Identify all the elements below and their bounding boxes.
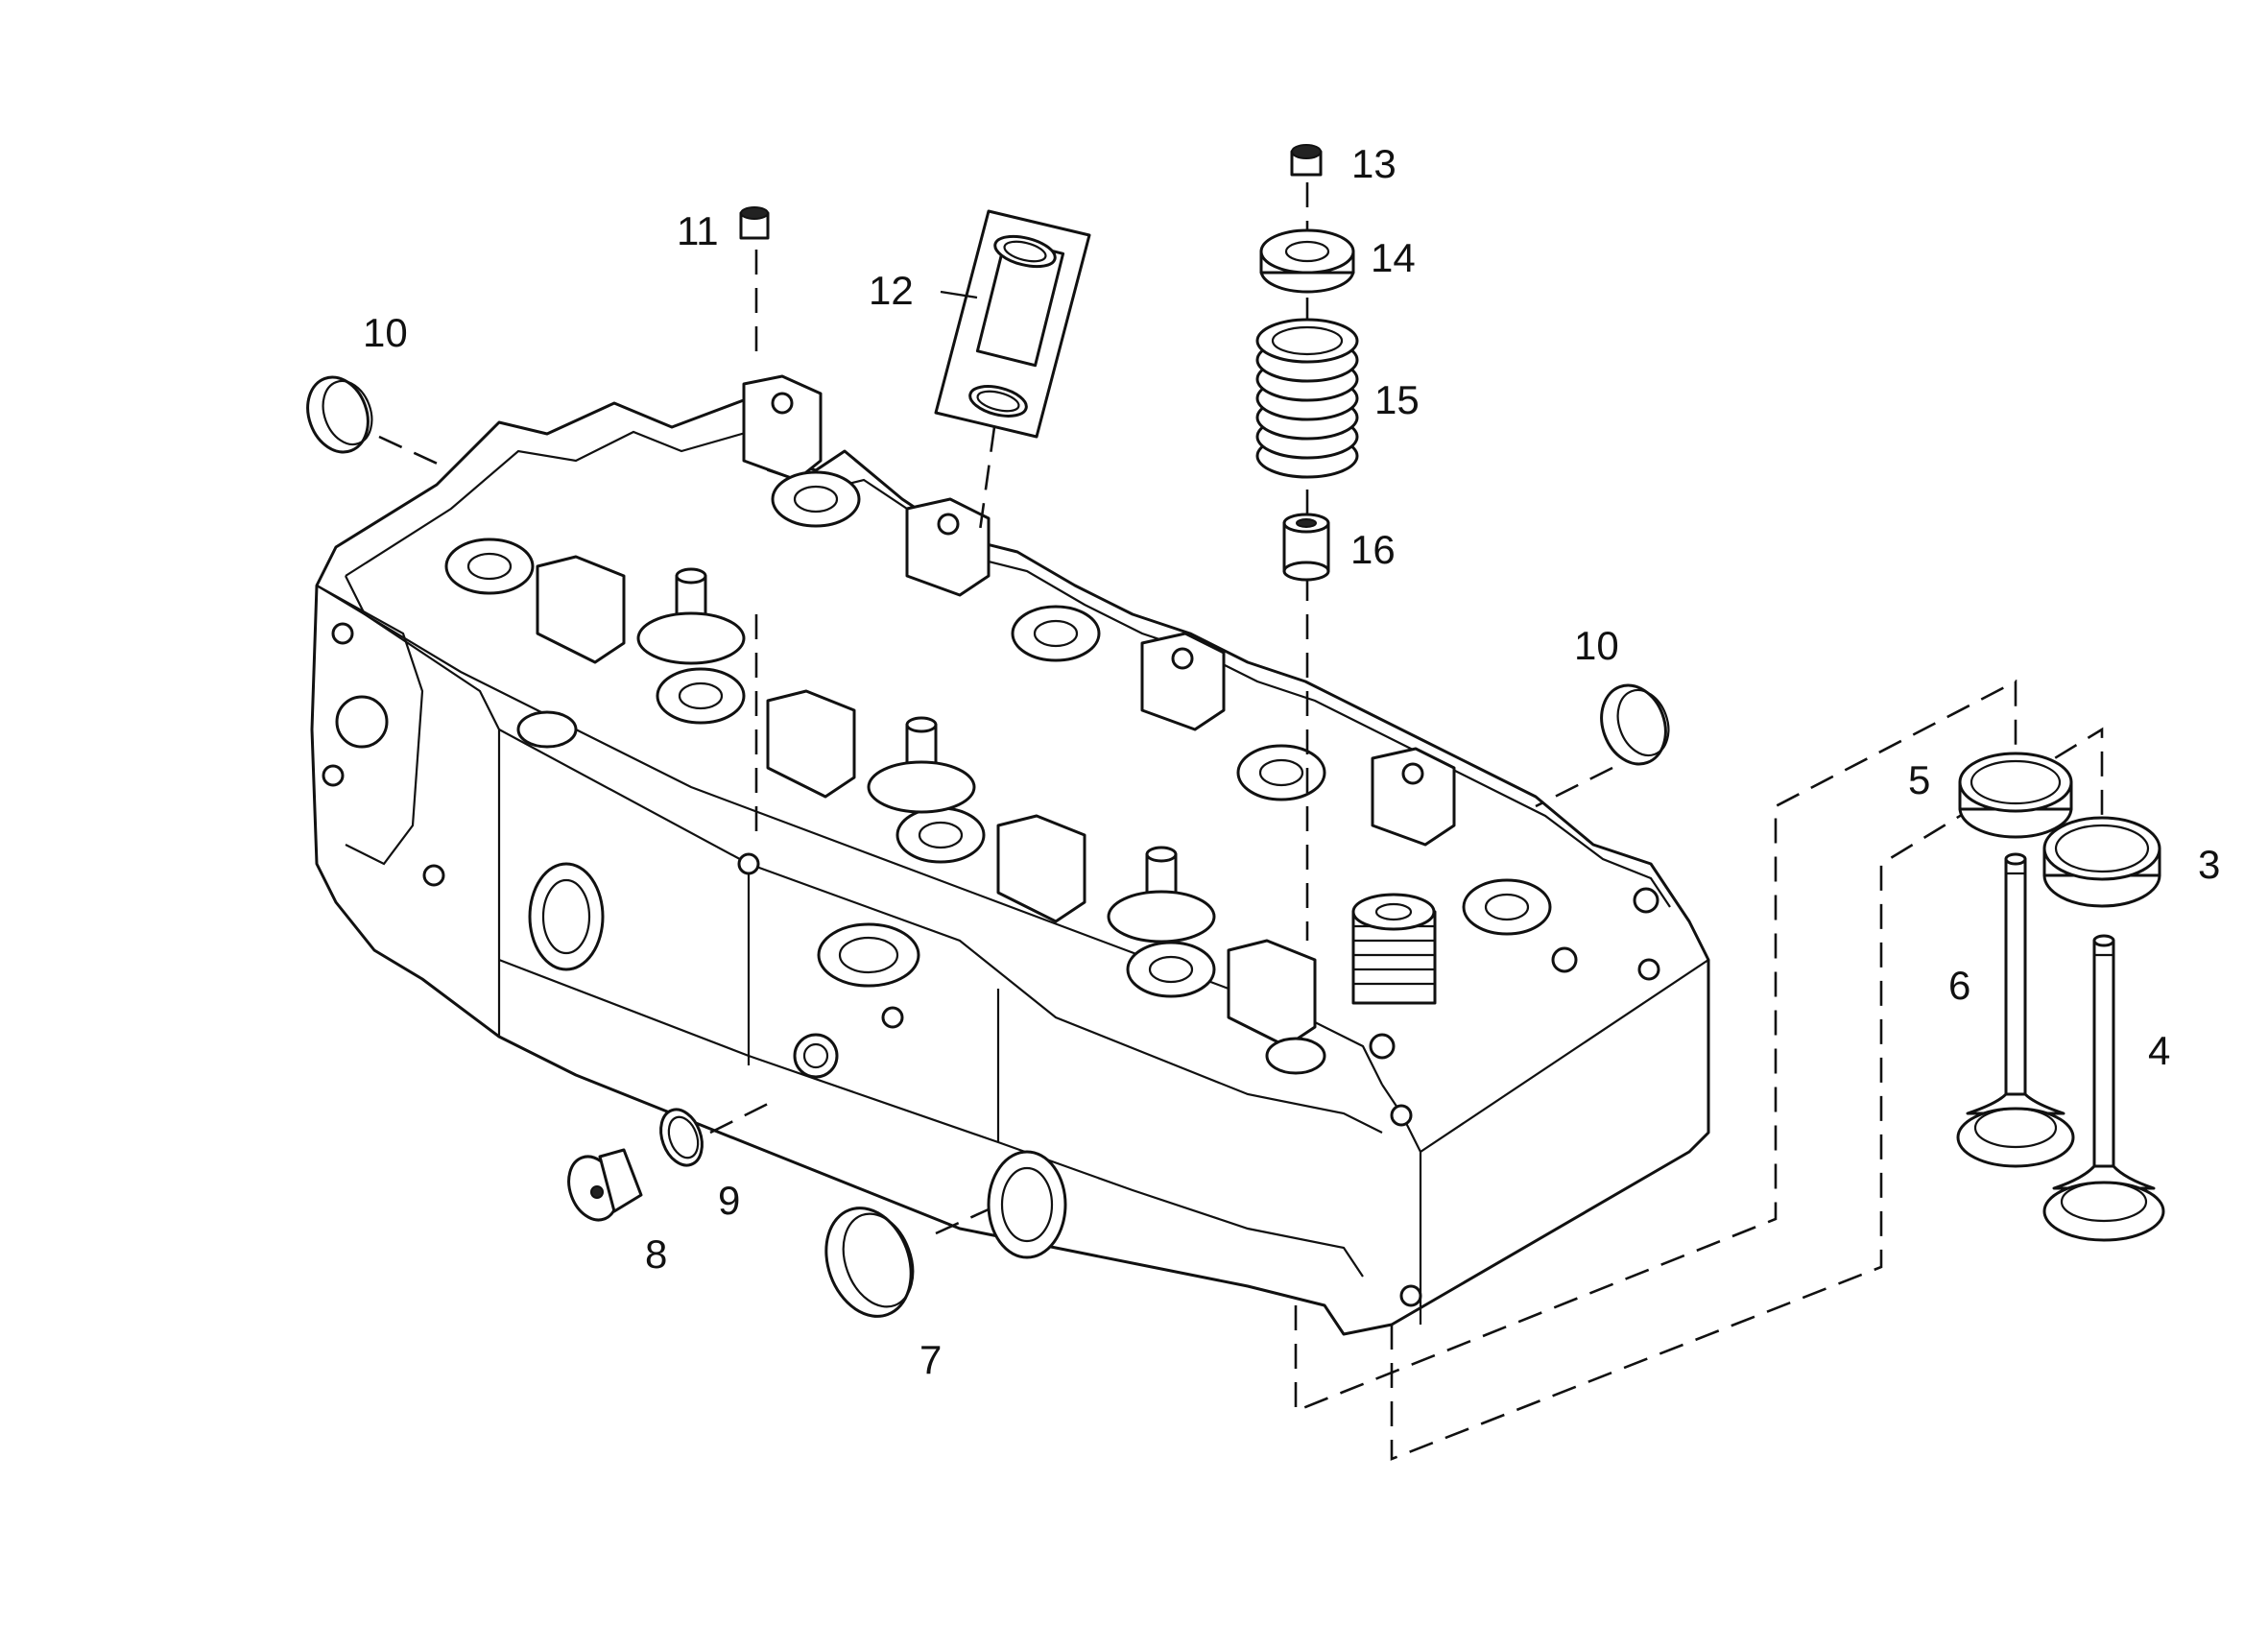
part-9-oring (659, 1108, 704, 1167)
callout-14: 14 (1371, 235, 1416, 280)
part-15-spring (1255, 318, 1359, 479)
callout-6: 6 (1948, 963, 1971, 1008)
callout-3: 3 (2198, 842, 2221, 887)
part-6-valve (1956, 852, 2075, 1168)
callout-13: 13 (1351, 141, 1397, 186)
part-12-kit (934, 209, 1091, 439)
callout-15: 15 (1374, 377, 1420, 422)
callout-16: 16 (1350, 527, 1396, 572)
part-11-plug (739, 206, 770, 240)
assembly-lines (378, 182, 2104, 1461)
part-16-seal (1282, 513, 1330, 582)
callout-9: 9 (718, 1178, 741, 1223)
leader-12 (940, 290, 978, 299)
callout-4: 4 (2148, 1028, 2171, 1073)
part-7-ring (824, 1207, 915, 1318)
callout-12: 12 (869, 268, 914, 313)
callout-11: 11 (677, 208, 719, 253)
part-14-retainer (1259, 228, 1355, 294)
valve-seats (444, 470, 1552, 1075)
valve-stems-in-head (636, 567, 1437, 1005)
callout-8: 8 (645, 1231, 668, 1277)
callout-5: 5 (1908, 757, 1931, 802)
callout-10-right: 10 (1574, 623, 1619, 668)
callout-10-left: 10 (363, 310, 408, 355)
part-13-cap (1290, 144, 1323, 177)
part-8-plug (567, 1148, 643, 1222)
part-5-seat-insert (1958, 752, 2073, 839)
part-4-valve (2042, 934, 2165, 1242)
callout-7: 7 (919, 1337, 943, 1382)
part-10-right-plug (1600, 683, 1670, 766)
part-3-seat-insert (2042, 816, 2161, 908)
rocker-pedestals (536, 374, 1456, 1048)
part-10-left-plug (306, 375, 373, 454)
